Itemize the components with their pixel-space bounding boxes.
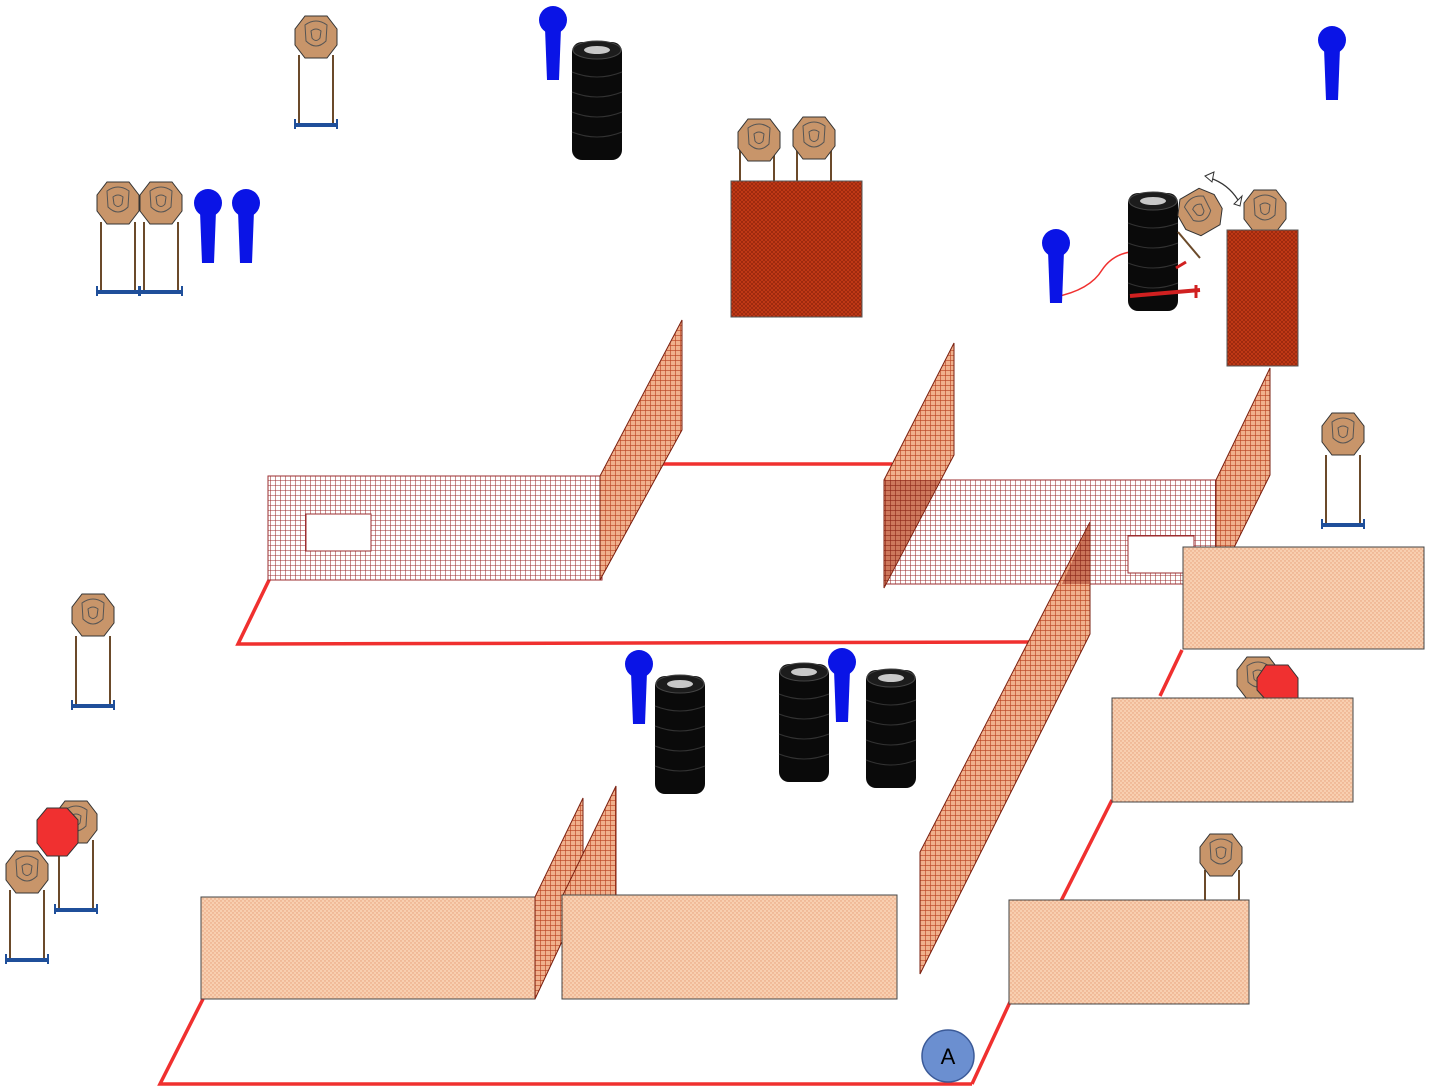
right-lower-barrier <box>1008 833 1250 1005</box>
wall-port-left <box>305 513 372 552</box>
steel-popper-icon <box>539 6 567 80</box>
left-wall-side-panel <box>599 319 683 581</box>
swinging-target-icon <box>1170 182 1230 242</box>
top-left-target <box>292 15 340 131</box>
center-tire-stacks <box>625 648 917 795</box>
bottom-left-targets <box>3 800 100 966</box>
right-middle-barrier <box>1111 656 1354 803</box>
steel-popper-icon <box>1318 26 1346 100</box>
no-shoot-target-icon <box>1256 664 1299 701</box>
bottom-center-barrier <box>561 785 898 1000</box>
upper-left-targets <box>94 181 260 298</box>
no-shoot-target-icon <box>36 807 79 857</box>
center-dark-box <box>730 116 863 318</box>
left-mesh-wall <box>267 319 683 581</box>
right-upper-barrier <box>1182 412 1425 650</box>
diagonal-side-panel <box>919 521 1091 975</box>
middle-left-target <box>69 593 117 712</box>
top-tire-stack <box>539 6 623 161</box>
start-position-marker: A <box>921 1029 975 1083</box>
start-position-label: A <box>941 1044 956 1069</box>
bottom-left-barrier <box>200 797 584 1000</box>
swinger-assembly <box>1042 171 1299 367</box>
